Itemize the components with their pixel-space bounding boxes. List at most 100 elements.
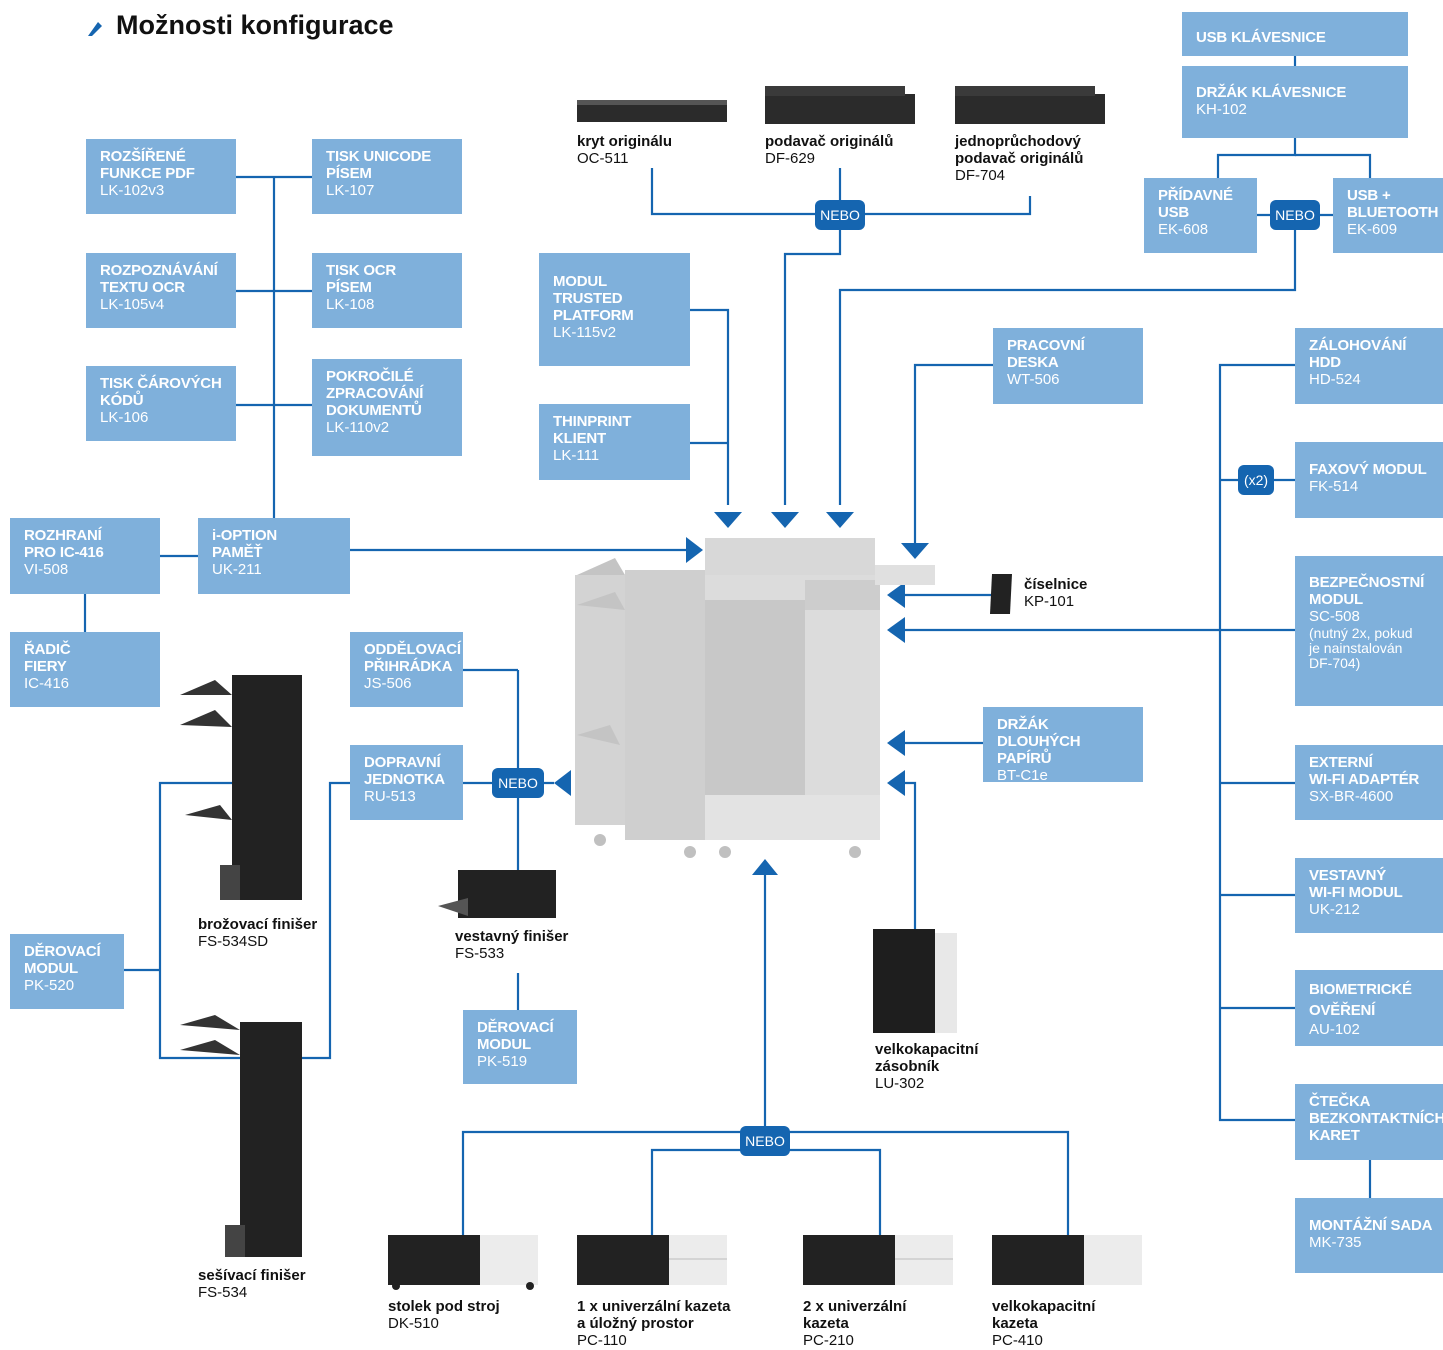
box-code: JS-506 xyxy=(364,675,412,692)
large-capacity-unit-image xyxy=(873,929,957,1033)
inner-finisher-image xyxy=(438,870,556,918)
box-title: ROZŠÍŘENÉ FUNKCE PDF xyxy=(100,148,195,182)
desk-image xyxy=(388,1235,538,1290)
box-title: EXTERNÍ WI-FI ADAPTÉR xyxy=(1309,754,1420,788)
box-code: EK-608 xyxy=(1158,221,1209,238)
product-code: DF-629 xyxy=(765,150,816,167)
large-cassette-image xyxy=(992,1235,1142,1285)
box-code: FK-514 xyxy=(1309,478,1359,495)
box-title: USB + BLUETOOTH xyxy=(1347,187,1439,221)
box-code: UK-211 xyxy=(212,561,262,578)
box-title: PRACOVNÍ DESKA xyxy=(1007,337,1085,371)
box-title: PŘÍDAVNÉ USB xyxy=(1158,187,1233,221)
box-title: VESTAVNÝ WI-FI MODUL xyxy=(1309,867,1403,901)
box-title: ROZPOZNÁVÁNÍ TEXTU OCR xyxy=(100,262,218,296)
box-code: LK-107 xyxy=(326,182,375,199)
product-title: jednoprůchodový podavač originálů xyxy=(955,133,1084,167)
product-code: DK-510 xyxy=(388,1315,439,1332)
box-title: ŘADIČ FIERY xyxy=(24,641,71,675)
box-title: DĚROVACÍ MODUL xyxy=(24,943,101,977)
universal-cassette-storage-image xyxy=(577,1235,727,1285)
product-code: LU-302 xyxy=(875,1075,925,1092)
product-title: sešívací finišer xyxy=(198,1267,306,1284)
product-code: FS-534 xyxy=(198,1284,248,1301)
box-code: LK-102v3 xyxy=(100,182,165,199)
product-code: OC-511 xyxy=(577,150,629,167)
box-note: (nutný 2x, pokud je nainstalován DF-704) xyxy=(1309,625,1413,671)
box-title: i-OPTION PAMĚŤ xyxy=(212,527,278,561)
or-badge-finishers: NEBO xyxy=(492,768,544,798)
box-code: SC-508 xyxy=(1309,608,1360,625)
box-title: USB KLÁVESNICE xyxy=(1196,29,1326,46)
box-title: FAXOVÝ MODUL xyxy=(1309,461,1427,478)
box-title: ODDĚLOVACÍ PŘIHRÁDKA xyxy=(364,641,461,675)
box-code: SX-BR-4600 xyxy=(1309,788,1394,805)
box-title: TISK OCR PÍSEM xyxy=(326,262,397,296)
product-title: kryt originálu xyxy=(577,133,673,150)
box-code: LK-106 xyxy=(100,409,149,426)
box-title: DĚROVACÍ MODUL xyxy=(477,1019,554,1053)
two-cassettes-image xyxy=(803,1235,953,1285)
box-code: RU-513 xyxy=(364,788,416,805)
product-code: DF-704 xyxy=(955,167,1006,184)
box-title: THINPRINT KLIENT xyxy=(553,413,632,447)
product-code: PC-410 xyxy=(992,1332,1043,1349)
box-title: TISK ČÁROVÝCH KÓDŮ xyxy=(100,375,222,409)
box-title: DRŽÁK KLÁVESNICE xyxy=(1196,84,1347,101)
product-title: podavač originálů xyxy=(765,133,894,150)
box-title: ZÁLOHOVÁNÍ HDD xyxy=(1309,337,1407,371)
product-title: číselnice xyxy=(1024,576,1088,593)
product-code: PC-110 xyxy=(577,1332,627,1349)
mfp-main-device xyxy=(575,538,935,858)
or-badge-originals: NEBO xyxy=(815,200,865,230)
box-code: EK-609 xyxy=(1347,221,1398,238)
or-badge-cassettes: NEBO xyxy=(740,1126,790,1156)
box-title: BEZPEČNOSTNÍ MODUL xyxy=(1309,574,1425,608)
box-code: LK-111 xyxy=(553,447,600,464)
product-title: 2 x univerzální kazeta xyxy=(803,1298,907,1332)
box-code: KH-102 xyxy=(1196,101,1247,118)
box-code: HD-524 xyxy=(1309,371,1361,388)
title-marker-icon xyxy=(88,22,102,36)
product-title: vestavný finišer xyxy=(455,928,569,945)
box-title: DOPRAVNÍ JEDNOTKA xyxy=(364,754,445,788)
box-code: PK-520 xyxy=(24,977,75,994)
page-title: Možnosti konfigurace xyxy=(116,10,394,40)
box-title: POKROČILÉ ZPRACOVÁNÍ DOKUMENTŮ xyxy=(326,368,424,419)
box-code: MK-735 xyxy=(1309,1234,1362,1251)
box-code: WT-506 xyxy=(1007,371,1060,388)
box-code: LK-108 xyxy=(326,296,375,313)
box-code: LK-115v2 xyxy=(553,324,617,341)
box-title: BIOMETRICKÉ OVĚŘENÍ xyxy=(1309,981,1412,1019)
